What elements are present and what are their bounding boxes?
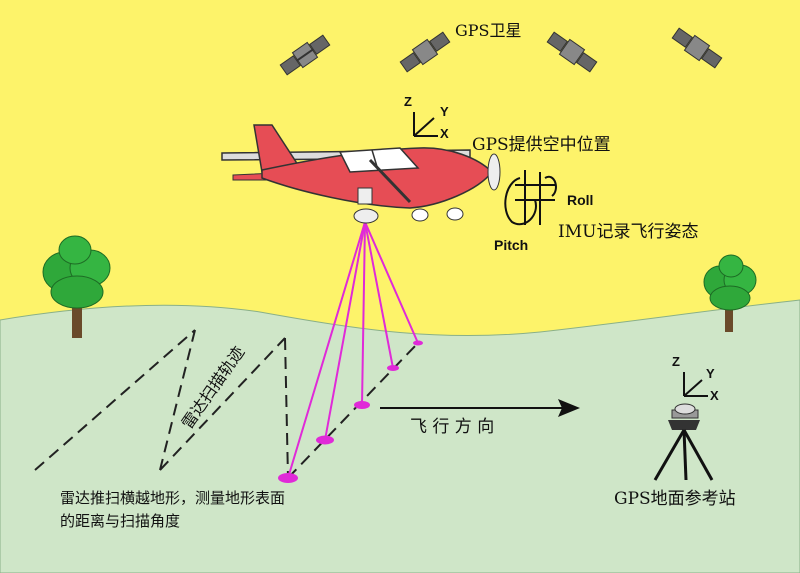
flight-direction-label: 飞 行 方 向 xyxy=(410,417,494,437)
gps-position-label: GPS提供空中位置 xyxy=(472,135,611,155)
station-axis-y: Y xyxy=(706,366,715,381)
flight-direction-arrow xyxy=(380,399,580,417)
roll-pitch-icon xyxy=(504,170,557,226)
laser-beams xyxy=(287,221,419,479)
laser-footprints xyxy=(278,340,423,483)
station-axes xyxy=(683,372,708,397)
station-axis-z: Z xyxy=(672,354,680,369)
ground-area xyxy=(0,299,800,573)
tree-right-icon xyxy=(703,254,757,332)
scan-swath xyxy=(34,329,419,479)
radar-description-line1: 雷达推扫横越地形，测量地形表面 xyxy=(60,489,285,507)
imu-label: IMU记录飞行姿态 xyxy=(558,222,698,242)
aircraft-axis-x: X xyxy=(440,126,449,141)
station-axis-x: X xyxy=(710,388,719,403)
aircraft-axis-z: Z xyxy=(404,94,412,109)
tree-left-icon xyxy=(42,235,111,338)
satellite-icon xyxy=(399,31,451,73)
pitch-label: Pitch xyxy=(494,237,528,253)
gps-satellite-label: GPS卫星 xyxy=(455,21,522,40)
roll-label: Roll xyxy=(567,192,593,208)
ground-station-label: GPS地面参考站 xyxy=(614,489,736,509)
satellite-icon xyxy=(279,34,331,76)
radar-description-line2: 的距离与扫描角度 xyxy=(60,512,180,530)
satellite-icon xyxy=(546,31,598,73)
airplane-icon xyxy=(221,124,501,224)
satellite-icon xyxy=(671,27,723,69)
aircraft-axes xyxy=(413,112,438,137)
ground-station-icon xyxy=(653,403,714,481)
aircraft-axis-y: Y xyxy=(440,104,449,119)
